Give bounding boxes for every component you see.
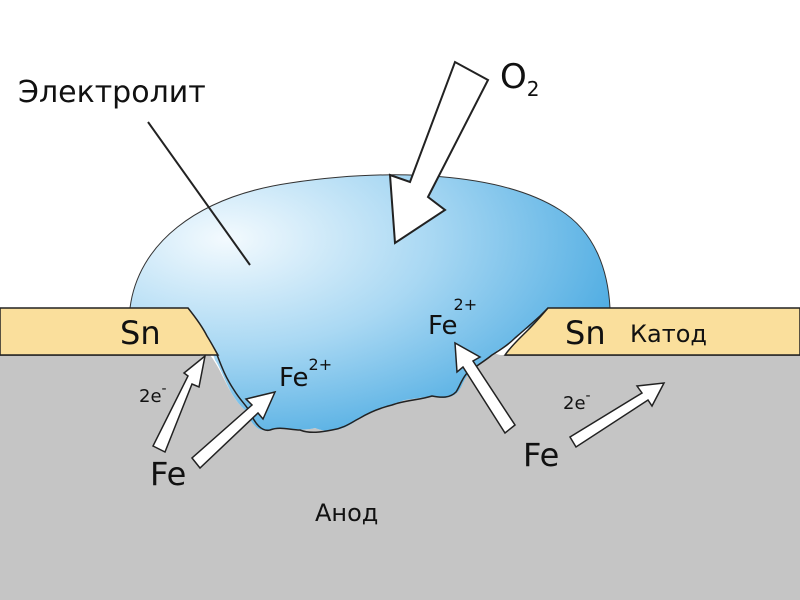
- iron-left-label: Fe: [150, 455, 186, 493]
- electrons-left-label: 2e-: [139, 381, 167, 407]
- tin-layer-right: [503, 307, 800, 356]
- ion-left-charge: 2+: [309, 355, 333, 374]
- electron-arrow-left: [151, 354, 207, 454]
- electrolyte-droplet: [130, 174, 610, 431]
- ion-left-label: Fe2+: [279, 355, 332, 393]
- oxygen-subscript: 2: [527, 77, 540, 101]
- tin-right-label: Sn: [565, 314, 606, 352]
- cathode-label: Катод: [630, 320, 707, 348]
- pit-outline: [187, 307, 549, 434]
- electrons-right-sup: -: [586, 388, 591, 404]
- electrolyte-leader-line: [147, 121, 251, 266]
- electron-arrow-right: [568, 382, 666, 449]
- ion-right-label: Fe2+: [428, 295, 477, 341]
- oxygen-label: O2: [500, 57, 540, 101]
- droplet-outline: [129, 174, 611, 309]
- electrons-right-label: 2e-: [563, 388, 591, 414]
- ion-right-charge: 2+: [454, 295, 478, 314]
- ion-arrow-right: [454, 341, 517, 435]
- electrons-left-sup: -: [162, 381, 167, 397]
- tin-layer-left: [0, 307, 220, 356]
- anode-label: Анод: [315, 499, 378, 527]
- electrolyte-label: Электролит: [18, 75, 206, 110]
- tin-left-label: Sn: [120, 314, 161, 352]
- oxygen-arrow: [388, 60, 490, 245]
- iron-right-label: Fe: [523, 436, 559, 474]
- ion-arrow-left: [190, 390, 277, 470]
- steel-base: [0, 352, 800, 600]
